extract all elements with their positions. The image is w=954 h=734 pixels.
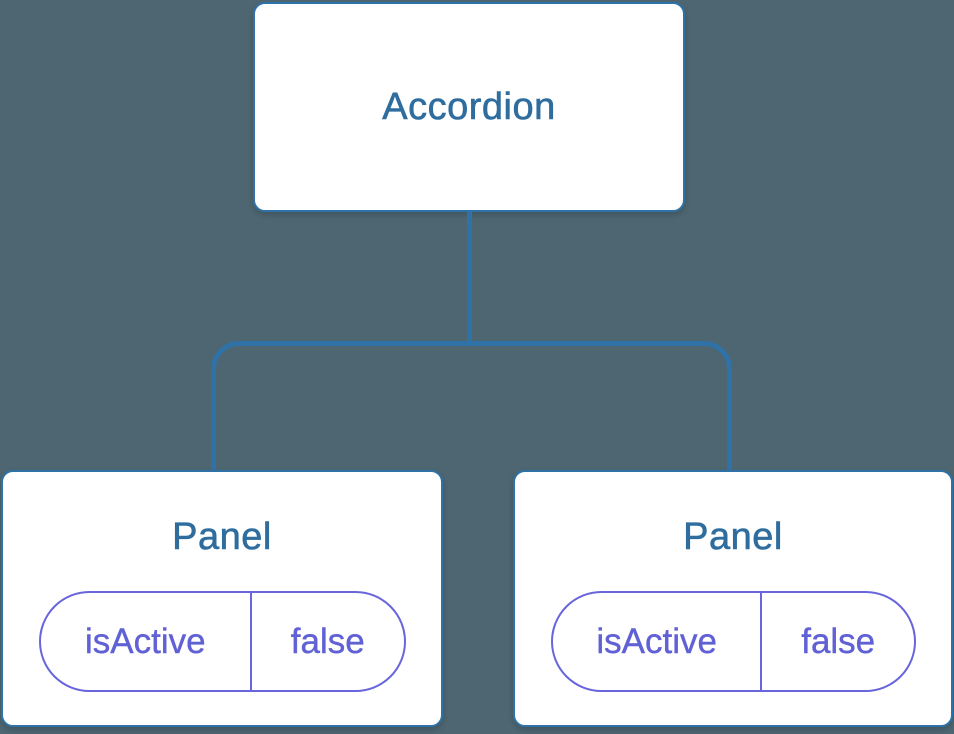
accordion-node: Accordion: [253, 2, 685, 212]
panel-node-label: Panel: [683, 516, 783, 559]
state-value: false: [290, 621, 365, 661]
accordion-node-label: Accordion: [382, 85, 556, 128]
panel-node-label: Panel: [172, 516, 272, 559]
state-key: isActive: [553, 593, 763, 690]
state-pill: isActive false: [39, 591, 406, 692]
state-pill: isActive false: [551, 591, 916, 692]
state-value: false: [801, 621, 876, 661]
connector-bracket: [211, 341, 732, 470]
panel-node-right: Panel isActive false: [513, 470, 953, 727]
panel-node-left: Panel isActive false: [1, 470, 443, 727]
connector-trunk-line: [467, 212, 472, 344]
state-key: isActive: [41, 593, 252, 690]
